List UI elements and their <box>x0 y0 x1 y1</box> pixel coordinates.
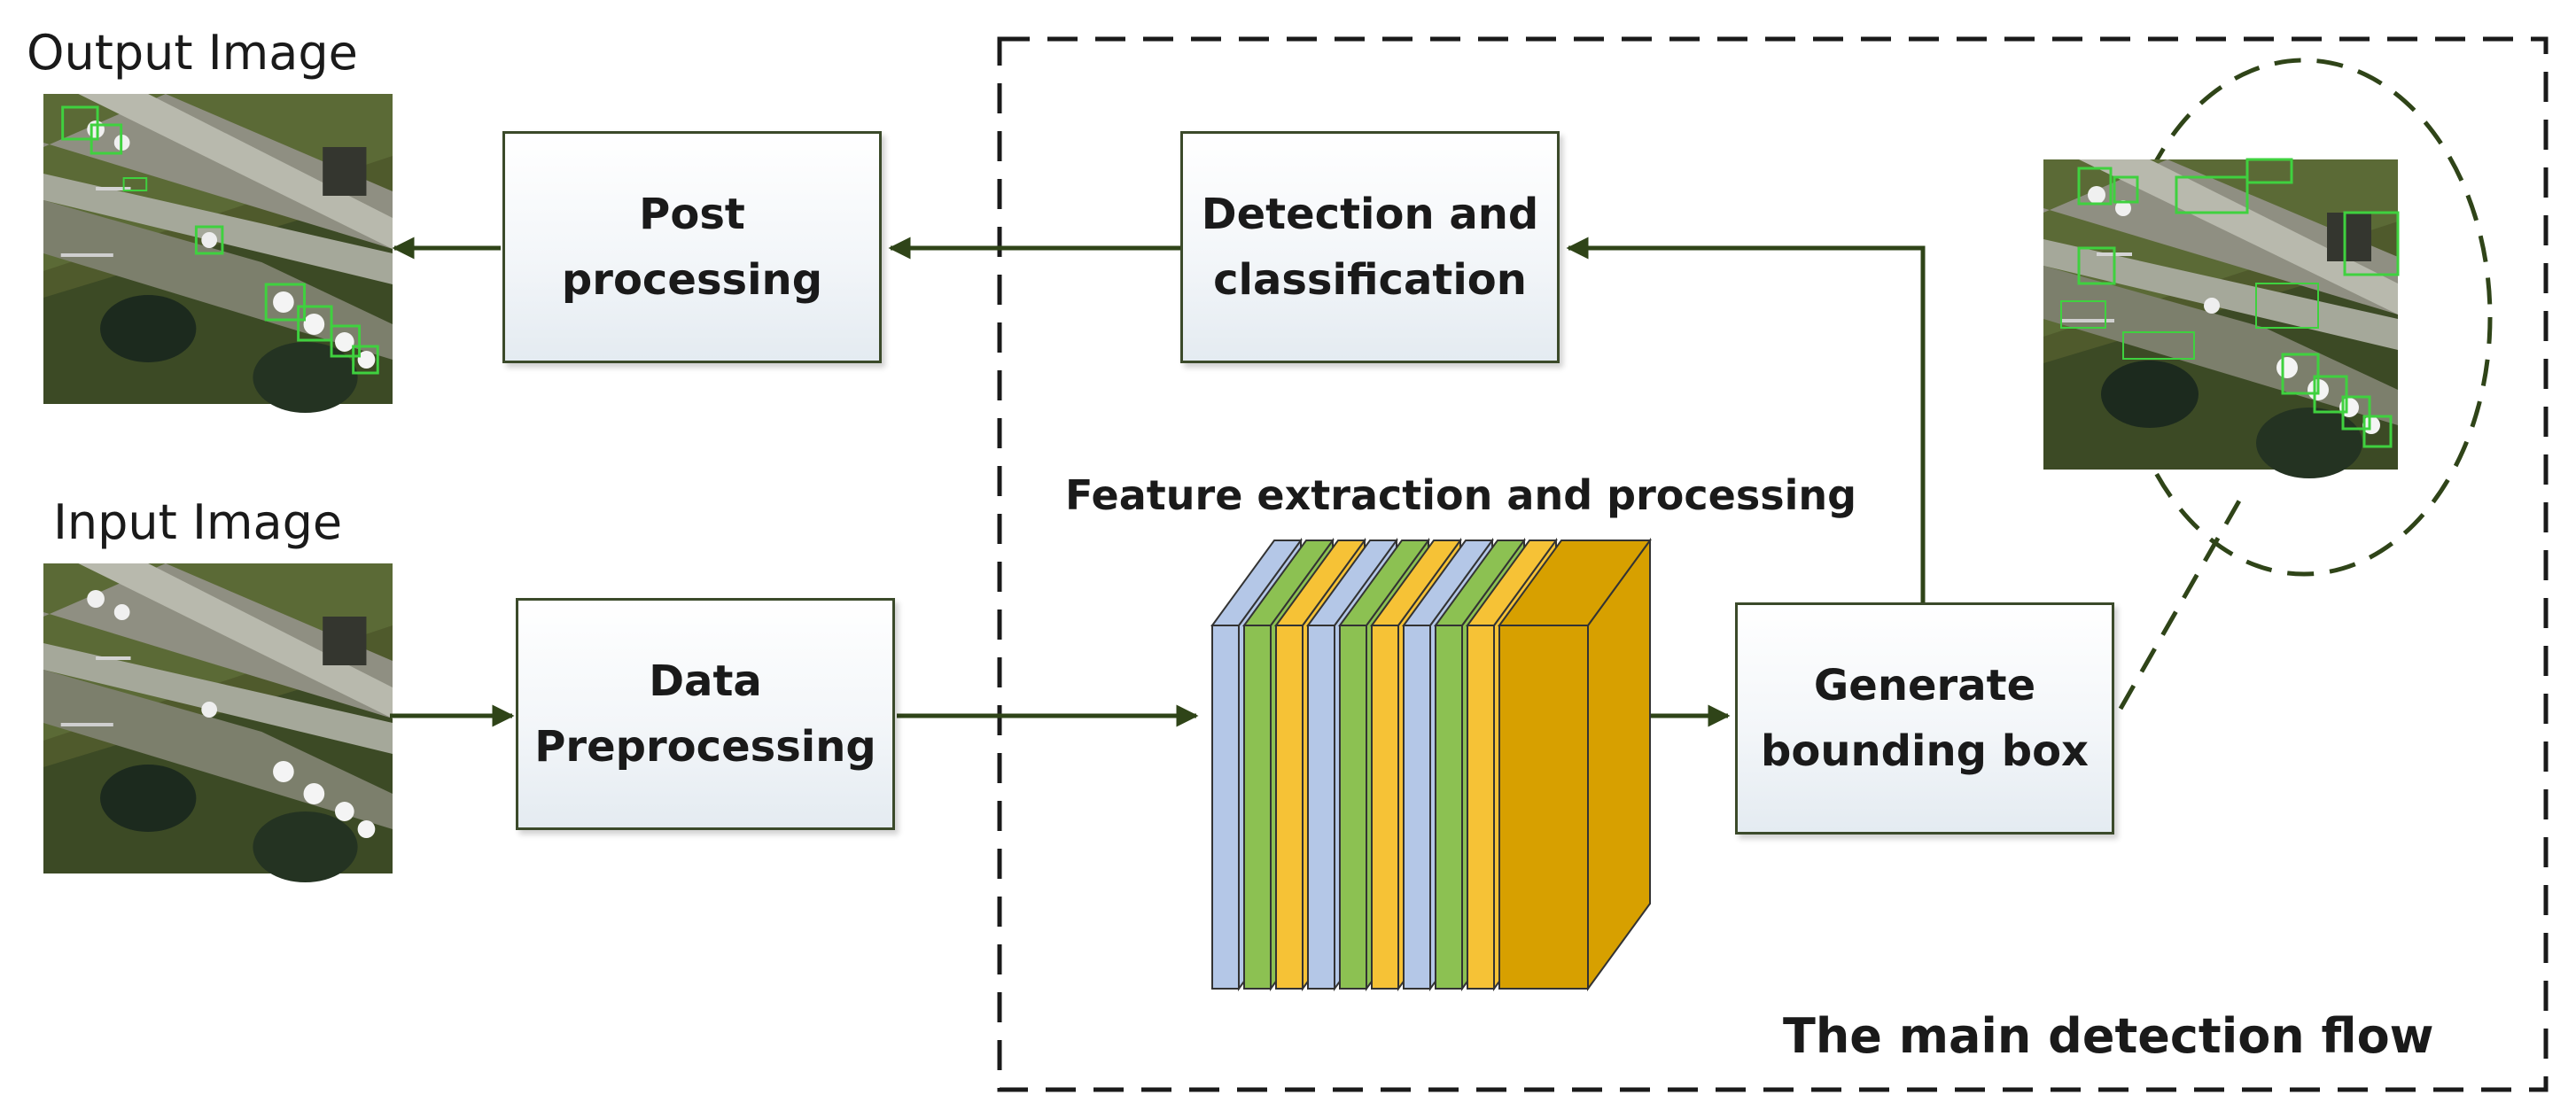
input-image-caption: Input Image <box>53 494 343 550</box>
generate-bounding-box-box: Generate bounding box <box>1735 602 2114 835</box>
feature-layer-front <box>1275 625 1304 990</box>
feature-layer-front <box>1371 625 1399 990</box>
output-image-caption: Output Image <box>27 25 358 81</box>
zoomed-detection-image <box>2043 158 2400 478</box>
feature-layer-front <box>1435 625 1463 990</box>
feature-layer-front <box>1339 625 1367 990</box>
feature-layer-front <box>1243 625 1272 990</box>
detection-classification-box: Detection and classification <box>1180 131 1560 363</box>
output-image <box>43 94 393 413</box>
main-detection-flow-caption: The main detection flow <box>1783 1008 2434 1064</box>
feature-layer-front <box>1467 625 1495 990</box>
feature-map-stack <box>1210 537 1652 992</box>
feature-extraction-caption: Feature extraction and processing <box>1065 471 1857 519</box>
feature-layer-front <box>1211 625 1240 990</box>
input-image <box>43 563 393 882</box>
data-preprocessing-box: Data Preprocessing <box>516 598 895 830</box>
arrow-bbox-to-detection <box>1566 237 1926 602</box>
main-detection-region <box>997 36 2549 1092</box>
zoom-callout-connector <box>2118 494 2245 710</box>
post-processing-box: Post processing <box>502 131 882 363</box>
feature-layer-front <box>1403 625 1431 990</box>
feature-layer-front <box>1307 625 1335 990</box>
feature-layer-front <box>1498 625 1589 990</box>
